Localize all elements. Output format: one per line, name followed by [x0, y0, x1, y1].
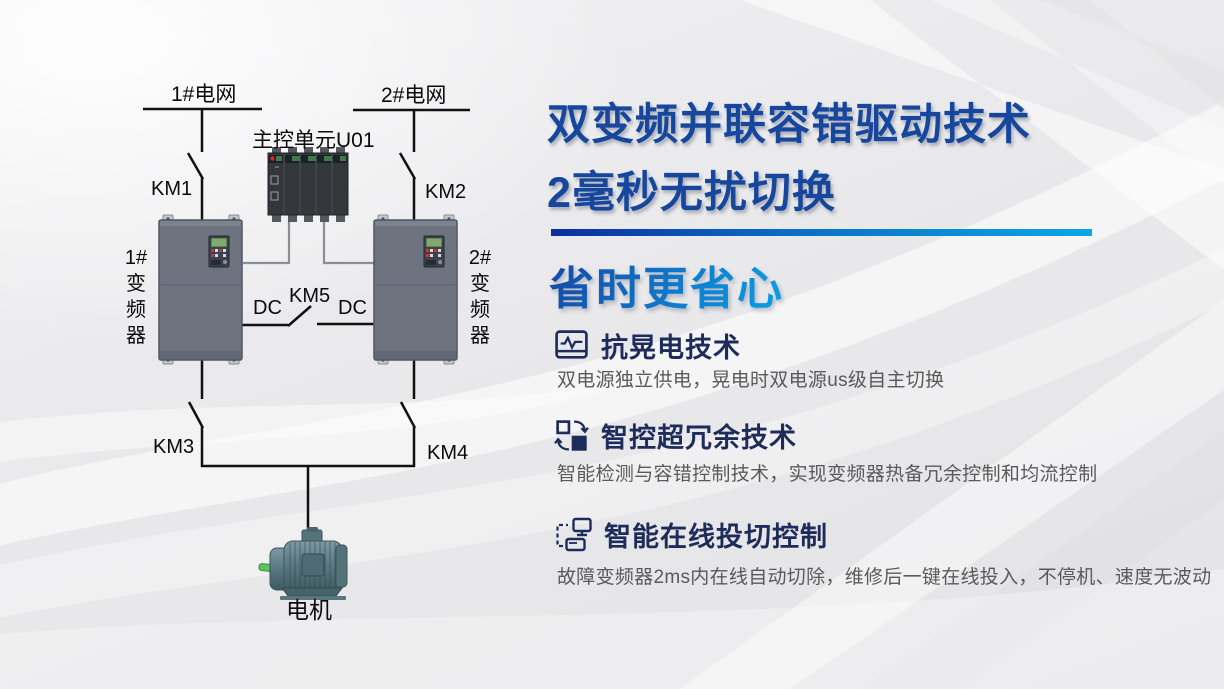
plc-control-unit — [267, 147, 349, 222]
circuit-diagram-graphics — [143, 107, 470, 600]
km4-label: KM4 — [427, 442, 469, 464]
feature-desc: 故障变频器2ms内在线自动切除，维修后一键在线投入，不停机、速度无波动 — [557, 567, 1212, 588]
circuit-diagram: 1#电网 2#电网 主控单元U01 KM1 KM2 KM5 DC DC KM3 … — [0, 0, 540, 689]
swap-squares-icon — [554, 420, 589, 451]
km2-switch-blade — [398, 152, 417, 180]
main-title-line2: 2毫秒无扰切换 — [547, 169, 836, 217]
km1-label: KM1 — [151, 178, 193, 200]
grid2-label: 2#电网 — [381, 84, 447, 107]
inverter-2 — [373, 214, 458, 365]
inverter-1 — [158, 214, 243, 365]
feature-title: 抗晃电技术 — [601, 333, 741, 363]
tagline: 省时更省心 — [549, 252, 784, 317]
km2-label: KM2 — [425, 181, 467, 203]
power-wires — [143, 107, 470, 538]
control-unit-label: 主控单元U01 — [252, 129, 375, 152]
feature-title: 智能在线投切控制 — [604, 522, 828, 552]
inverter-2-keypad — [423, 235, 445, 268]
feature-desc: 双电源独立供电，晃电时双电源us级自主切换 — [557, 370, 945, 391]
km3-label: KM3 — [153, 436, 195, 458]
control-wires — [243, 219, 378, 265]
gradient-divider — [551, 229, 1092, 236]
feature-title: 智控超冗余技术 — [601, 423, 797, 453]
motor — [258, 527, 348, 600]
motor-label: 电机 — [286, 597, 332, 623]
feature-anti-voltage-sag: 抗晃电技术 — [553, 326, 741, 365]
feature-redundancy-control: 智控超冗余技术 — [553, 416, 797, 455]
inverter1-label: 1# 变 频 器 — [124, 247, 148, 347]
inverter2-label: 2# 变 频 器 — [468, 247, 492, 347]
inverter-1-keypad — [208, 235, 230, 268]
feature-online-switching: 智能在线投切控制 — [553, 515, 828, 554]
waveform-monitor-icon — [555, 330, 588, 359]
km3-switch-blade — [187, 401, 205, 429]
dc-left-label: DC — [253, 297, 282, 319]
feature-desc: 智能检测与容错控制技术，实现变频器热备冗余控制和均流控制 — [557, 464, 1098, 485]
km4-switch-blade — [399, 401, 417, 429]
dc-right-label: DC — [338, 297, 367, 319]
plc-power-led — [270, 156, 275, 161]
km5-label: KM5 — [289, 285, 331, 307]
km5-switch-blade — [287, 305, 312, 327]
km1-switch-blade — [186, 152, 205, 180]
remote-computer-icon — [556, 517, 592, 552]
grid1-label: 1#电网 — [171, 83, 237, 106]
main-title-line1: 双变频并联容错驱动技术 — [547, 101, 1031, 149]
